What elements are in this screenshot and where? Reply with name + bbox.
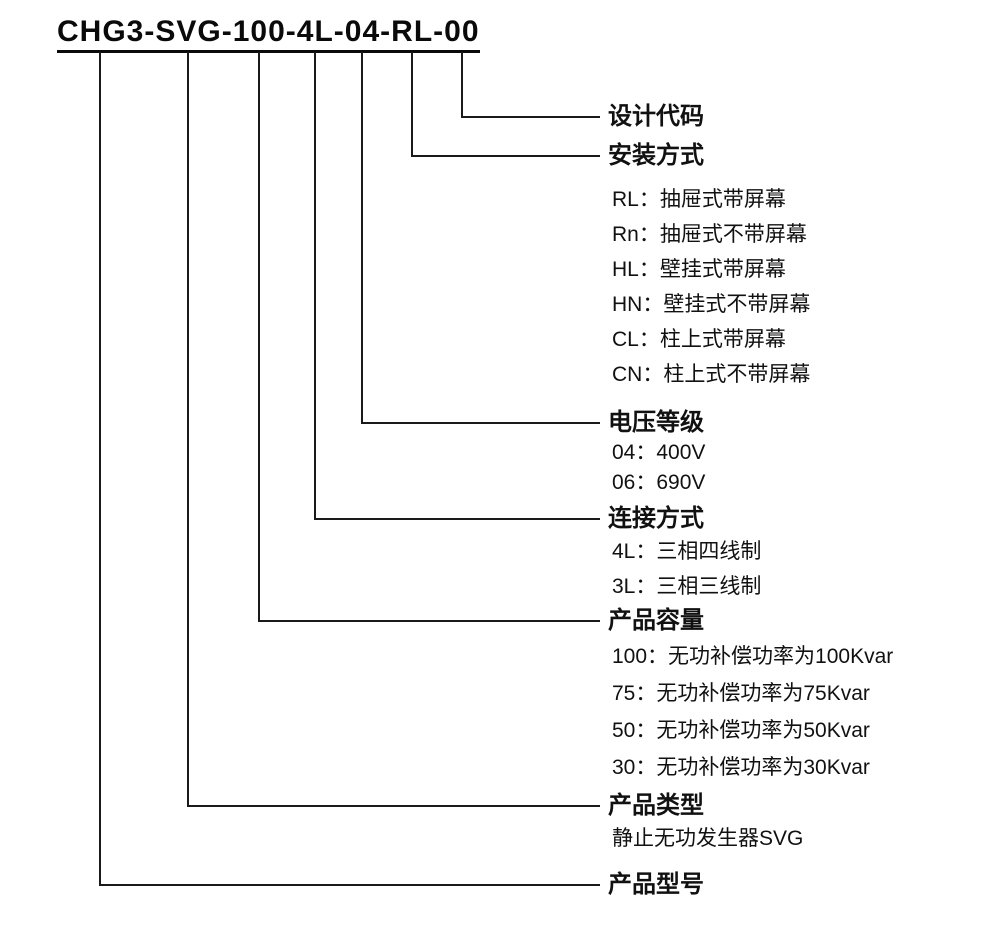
connector-installation-horizontal <box>411 155 600 157</box>
connection-option: 4L：三相四线制 <box>612 540 762 563</box>
connector-capacity-vertical <box>258 52 260 622</box>
product-type-option: 静止无功发生器SVG <box>612 827 804 850</box>
connection-options: 4L：三相四线制 3L：三相三线制 <box>612 534 761 604</box>
connector-model-number-horizontal <box>99 884 600 886</box>
connection-option: 3L：三相三线制 <box>612 575 762 598</box>
segment-product-model: CHG3 <box>57 15 145 48</box>
model-separator: - <box>380 15 392 48</box>
connector-design-code-horizontal <box>461 116 600 118</box>
connector-model-number-vertical <box>99 52 101 886</box>
segment-voltage: 04 <box>344 15 381 48</box>
label-voltage: 电压等级 <box>608 409 704 436</box>
connector-installation-vertical <box>411 52 413 157</box>
segment-connection: 4L <box>296 15 334 48</box>
model-code: CHG3-SVG-100-4L-04-RL-00 <box>57 14 480 53</box>
connector-product-type-vertical <box>187 52 189 807</box>
segment-capacity: 100 <box>232 15 286 48</box>
label-connection: 连接方式 <box>608 505 704 532</box>
segment-design-code: 00 <box>444 15 480 48</box>
connector-product-type-horizontal <box>187 805 600 807</box>
installation-option: CN：柱上式不带屏幕 <box>612 363 811 386</box>
label-design-code: 设计代码 <box>608 103 704 130</box>
installation-option: Rn：抽屉式不带屏幕 <box>612 223 807 246</box>
capacity-options: 100：无功补偿功率为100Kvar 75：无功补偿功率为75Kvar 50：无… <box>612 638 893 786</box>
voltage-options: 04：400V 06：690V <box>612 438 705 498</box>
installation-option: HN：壁挂式不带屏幕 <box>612 293 811 316</box>
model-separator: - <box>285 15 297 48</box>
capacity-option: 30：无功补偿功率为30Kvar <box>612 756 870 779</box>
capacity-option: 50：无功补偿功率为50Kvar <box>612 719 870 742</box>
connector-voltage-horizontal <box>361 422 600 424</box>
product-type-options: 静止无功发生器SVG <box>612 824 803 854</box>
segment-installation: RL <box>391 15 434 48</box>
installation-option: CL：柱上式带屏幕 <box>612 328 786 351</box>
label-product-type: 产品类型 <box>608 792 704 819</box>
installation-options: RL：抽屉式带屏幕 Rn：抽屉式不带屏幕 HL：壁挂式带屏幕 HN：壁挂式不带屏… <box>612 182 810 392</box>
model-separator: - <box>433 15 445 48</box>
installation-option: HL：壁挂式带屏幕 <box>612 258 786 281</box>
label-capacity: 产品容量 <box>608 607 704 634</box>
label-model-number: 产品型号 <box>608 871 704 898</box>
connector-capacity-horizontal <box>258 620 600 622</box>
connector-connection-vertical <box>314 52 316 520</box>
model-separator: - <box>221 15 233 48</box>
installation-option: RL：抽屉式带屏幕 <box>612 188 786 211</box>
connector-connection-horizontal <box>314 518 600 520</box>
voltage-option: 06：690V <box>612 471 706 494</box>
segment-product-type: SVG <box>155 15 222 48</box>
model-separator: - <box>333 15 345 48</box>
capacity-option: 75：无功补偿功率为75Kvar <box>612 682 870 705</box>
label-installation: 安装方式 <box>608 142 704 169</box>
connector-design-code-vertical <box>461 52 463 118</box>
voltage-option: 04：400V <box>612 441 706 464</box>
model-separator: - <box>144 15 156 48</box>
connector-voltage-vertical <box>361 52 363 424</box>
capacity-option: 100：无功补偿功率为100Kvar <box>612 645 894 668</box>
